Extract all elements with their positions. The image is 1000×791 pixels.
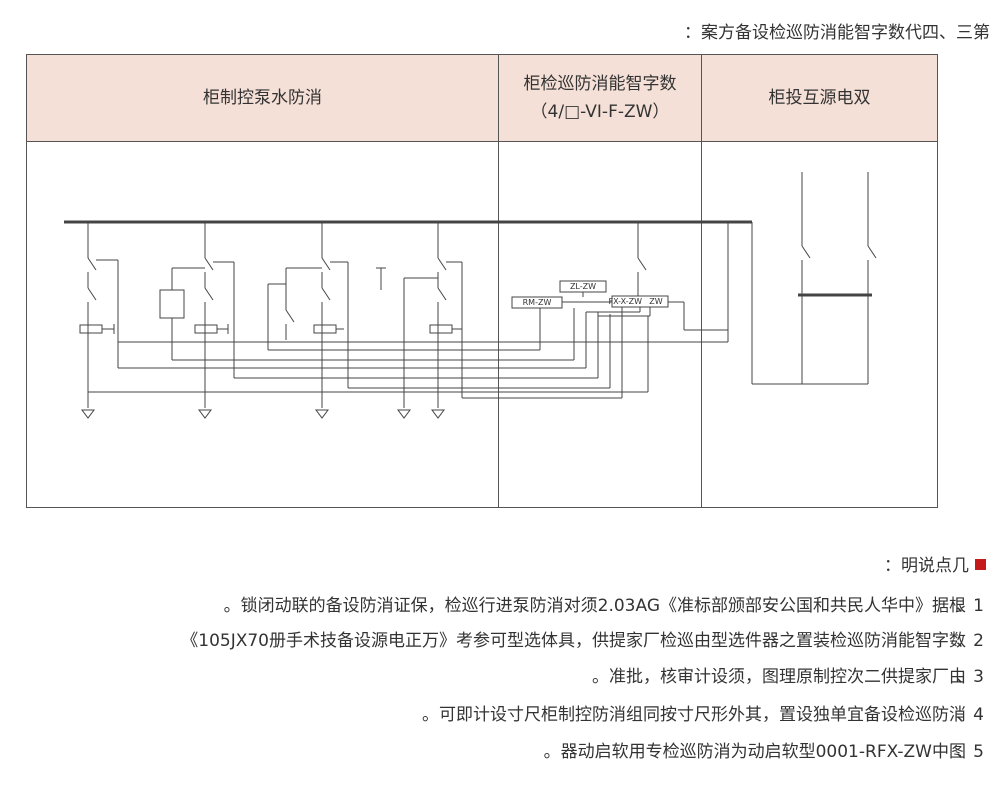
inspection-branch <box>88 222 729 399</box>
header-pump-label: 消防水泵控制柜 <box>203 88 322 108</box>
wz-x-xf-label: WZ-X-XF <box>608 297 642 306</box>
notes-heading: 几点说明： <box>884 551 986 576</box>
note-item: 根据《中华人民共和国公安部颁部标准》GA30.2须对消防泵进行巡检，保证消防设备… <box>223 596 966 616</box>
diagram-table: 消防水泵控制柜 数字智能消防巡检柜 （WZ-F-IV-□/4） 双电源互投柜 <box>26 54 938 508</box>
note-item: 图中WZ-XFR-1000型软启动为消防巡检专用软启动器。 <box>543 742 966 762</box>
pump-branch-2 <box>159 222 235 419</box>
page-title: 第三、四代数字智能消防巡检设备方案： <box>684 23 990 43</box>
note-item: 数字智能消防巡检装置之器件选型由巡检厂家提供，具体选型可参考《万正电源设备技术手… <box>181 631 966 651</box>
column-divider-1 <box>498 55 499 507</box>
wz-mr-label: WZ-MR <box>522 298 552 307</box>
wz-lz-label: WZ-LZ <box>569 282 597 291</box>
header-cell-inspection: 数字智能消防巡检柜 （WZ-F-IV-□/4） <box>499 55 701 141</box>
note-item: 由厂家提供二次控制原理图，须设计审核，批准。 <box>592 667 966 687</box>
dual-power-branch <box>751 172 877 385</box>
note-item: 消防巡检设备宜单独设置，其外形尺寸按同组消防控制柜尺寸设计即可。 <box>422 705 966 725</box>
header-inspection-model: （WZ-F-IV-□/4） <box>530 102 670 122</box>
header-cell-pump: 消防水泵控制柜 <box>27 55 498 141</box>
note-number: 2、 <box>956 631 984 651</box>
header-dual-power-label: 双电源互投柜 <box>768 88 871 108</box>
pump-branch-4 <box>376 222 463 419</box>
table-header <box>27 55 937 142</box>
column-divider-2 <box>701 55 702 507</box>
header-cell-dual-power: 双电源互投柜 <box>702 55 937 141</box>
note-number: 3、 <box>956 667 984 687</box>
pump-branch-1 <box>79 222 119 419</box>
notes-heading-label: 几点说明： <box>884 556 969 576</box>
wz-right-label: WZ <box>649 297 663 306</box>
header-inspection-label: 数字智能消防巡检柜 <box>523 74 677 94</box>
note-number: 5、 <box>956 742 984 762</box>
red-square-icon <box>975 559 986 570</box>
note-number: 4、 <box>956 705 984 725</box>
note-number: 1、 <box>956 596 984 616</box>
pump-branch-3 <box>267 222 349 419</box>
